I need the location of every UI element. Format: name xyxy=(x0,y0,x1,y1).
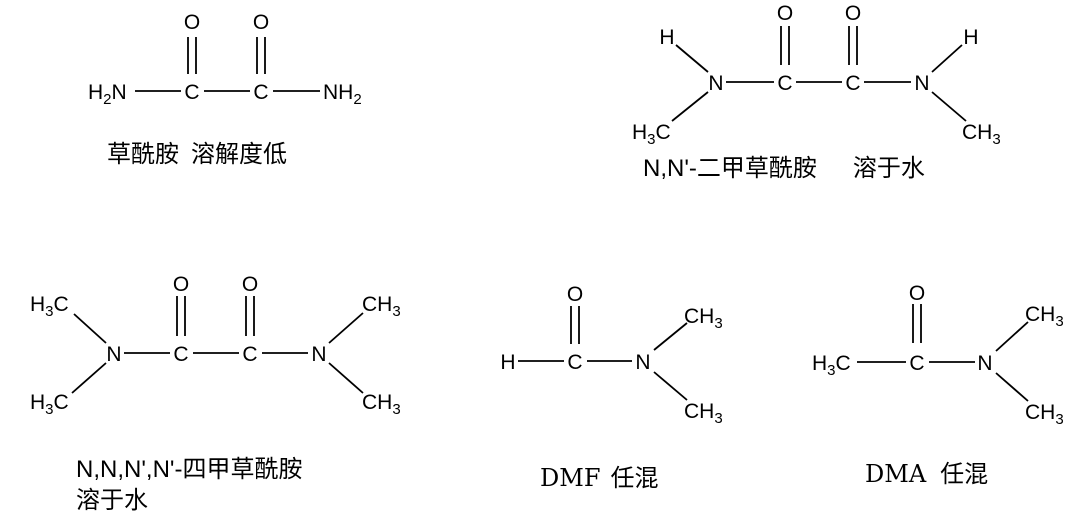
bond-n-ch3-bottom xyxy=(653,371,688,401)
group-ch3-top: CH3 xyxy=(684,305,723,332)
atom-h1: H xyxy=(659,26,674,49)
group-nh2: NH2 xyxy=(323,81,362,108)
bond-n1-h xyxy=(675,44,709,73)
atom-n2: N xyxy=(914,72,929,95)
caption-tetramethyloxamide-note: 溶于水 xyxy=(76,486,148,514)
group-ch3-top: CH3 xyxy=(362,293,401,320)
group-h2n: H2N xyxy=(88,81,127,108)
caption-dimethyloxamide: N,N'-二甲草酰胺溶于水 xyxy=(643,154,925,182)
atom-n1: N xyxy=(708,72,723,95)
atom-n2: N xyxy=(311,343,326,366)
atom-c: C xyxy=(909,352,924,375)
atom-o: O xyxy=(909,282,925,305)
atom-c1: C xyxy=(777,72,792,95)
bond-n2-ch3 xyxy=(931,91,967,122)
bond-n1-ch3 xyxy=(671,91,709,122)
atom-h2: H xyxy=(963,26,978,49)
atom-o1: O xyxy=(777,2,793,25)
atom-o2: O xyxy=(242,273,258,296)
atom-c: C xyxy=(567,351,582,374)
molecule-dimethyloxamide: O O C C N N H H H3C CH3 N,N'-二甲草酰胺溶于水 xyxy=(632,2,1001,182)
group-h3c: H3C xyxy=(812,352,851,379)
bond-n1-ch3-top xyxy=(73,313,107,344)
atom-o2: O xyxy=(253,11,269,34)
caption-oxamide: 草酰胺溶解度低 xyxy=(107,140,287,168)
atom-o: O xyxy=(567,283,583,306)
group-ch3: CH3 xyxy=(962,121,1001,148)
bond-n2-ch3-top xyxy=(328,312,364,344)
atom-o1: O xyxy=(173,273,189,296)
atom-h: H xyxy=(500,351,515,374)
group-ch3-bottom: CH3 xyxy=(362,391,401,418)
caption-tetramethyloxamide: N,N,N',N'-四甲草酰胺 xyxy=(76,455,303,483)
bond-n2-ch3-bottom xyxy=(328,362,364,394)
group-h3c-bottom: H3C xyxy=(30,391,69,418)
bond-n-ch3-top xyxy=(653,322,688,351)
atom-o1: O xyxy=(184,11,200,34)
group-ch3-bottom: CH3 xyxy=(1025,401,1064,428)
molecule-oxamide: O O C C H2N NH2 草酰胺溶解度低 xyxy=(88,11,362,168)
bond-n1-ch3-bottom xyxy=(71,362,107,394)
atom-c2: C xyxy=(242,343,257,366)
atom-n: N xyxy=(977,352,992,375)
bond-n-ch3-bottom xyxy=(995,372,1029,402)
group-h3c-top: H3C xyxy=(30,293,69,320)
group-h3c: H3C xyxy=(632,121,671,148)
atom-n1: N xyxy=(106,343,121,366)
bond-n2-h xyxy=(931,44,963,73)
group-ch3-bottom: CH3 xyxy=(684,400,723,427)
atom-c1: C xyxy=(173,343,188,366)
bond-n-ch3-top xyxy=(995,321,1029,352)
group-ch3-top: CH3 xyxy=(1025,303,1064,330)
atom-o2: O xyxy=(845,2,861,25)
atom-c2: C xyxy=(845,72,860,95)
molecule-tetramethyloxamide: O O C C N N H3C H3C CH3 CH3 N,N,N',N'-四甲… xyxy=(30,273,401,514)
atom-c2: C xyxy=(253,81,268,104)
atom-c1: C xyxy=(184,81,199,104)
atom-n: N xyxy=(635,351,650,374)
